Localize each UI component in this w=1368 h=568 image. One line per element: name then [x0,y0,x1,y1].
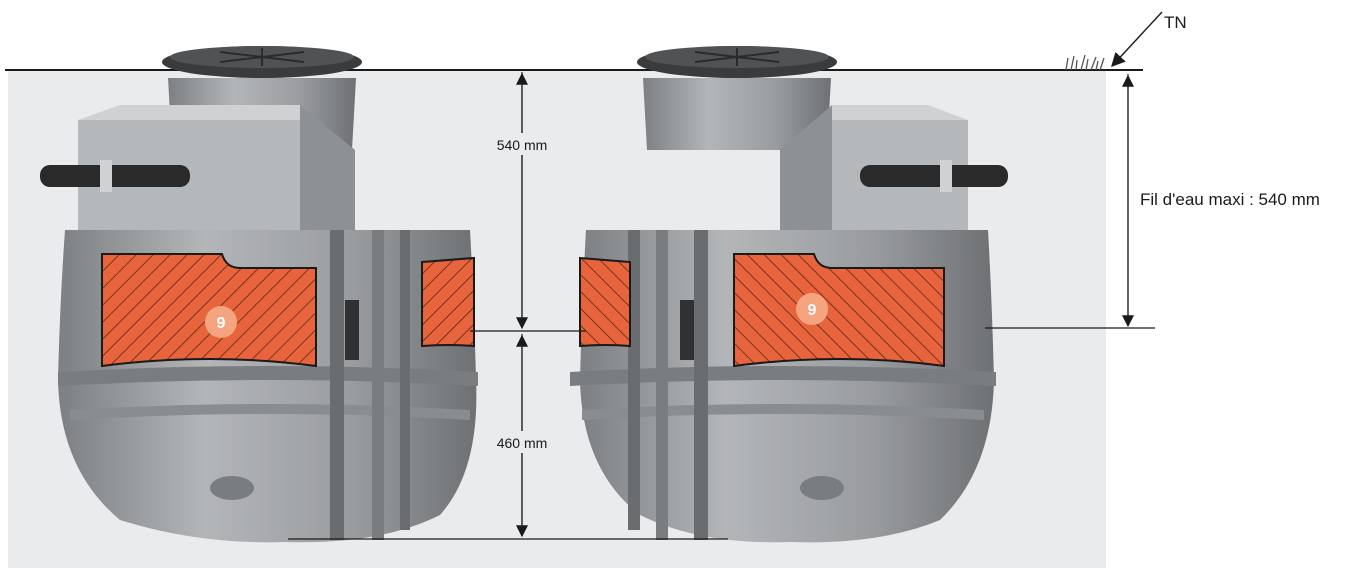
left-tank-inlet-pipe [40,165,190,187]
right-tank: 9 [570,46,1008,543]
water-line-dimension [985,74,1155,329]
ground-marker-label: TN [1164,13,1187,32]
water-line-label: Fil d'eau maxi : 540 mm [1140,190,1320,209]
right-tank-badge-label: 9 [808,302,817,319]
left-tank-hatched-zone [101,253,317,368]
upper-depth-label: 540 mm [497,137,548,153]
right-tank-inlet-pipe [860,165,1008,187]
right-tank-badge [796,293,828,325]
diagonal-arrow-icon [1111,11,1163,68]
left-tank-inlet-box [78,120,300,245]
lower-depth-label: 460 mm [497,435,548,451]
left-tank-badge [205,306,237,338]
left-tank-hatched-zone-side [421,256,475,348]
right-tank-hatched-zone [733,253,945,368]
left-tank-badge-label: 9 [217,315,226,332]
grass-tuft-icon [1065,54,1105,71]
left-tank: 9 [40,46,478,543]
right-tank-hatched-zone-side [579,256,631,348]
